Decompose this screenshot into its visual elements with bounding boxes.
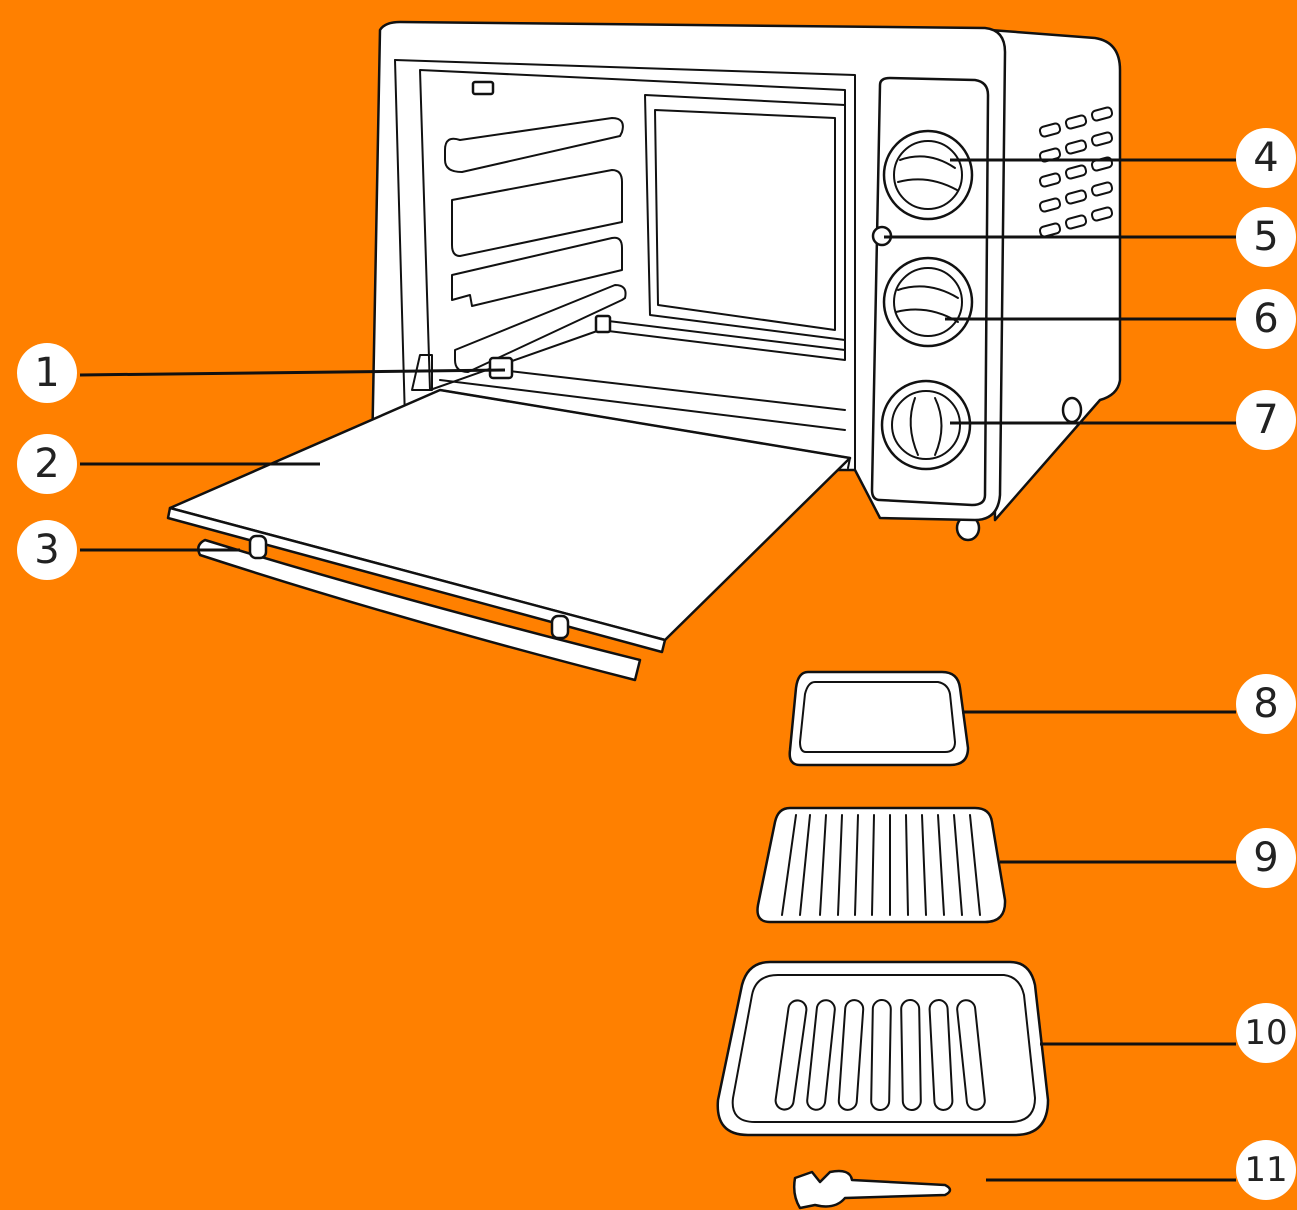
rack-support	[490, 358, 512, 378]
timer-knob	[882, 381, 970, 469]
small-baking-tray	[790, 672, 968, 765]
callout-badge-5: 5	[1236, 207, 1296, 267]
svg-text:11: 11	[1244, 1150, 1287, 1190]
callout-badge-1: 1	[17, 343, 77, 403]
svg-text:5: 5	[1253, 214, 1278, 260]
callout-badge-3: 3	[17, 520, 77, 580]
wire-rack	[758, 808, 1006, 922]
svg-text:10: 10	[1244, 1013, 1287, 1053]
callout-badge-7: 7	[1236, 390, 1296, 450]
oven-foot-back	[1063, 398, 1081, 422]
callout-badge-6: 6	[1236, 289, 1296, 349]
temperature-knob	[884, 131, 972, 219]
svg-text:6: 6	[1253, 296, 1278, 342]
callout-badge-9: 9	[1236, 828, 1296, 888]
svg-text:4: 4	[1253, 135, 1278, 181]
svg-text:8: 8	[1253, 681, 1278, 727]
callout-badge-4: 4	[1236, 128, 1296, 188]
tray-handle	[794, 1171, 950, 1208]
svg-text:9: 9	[1253, 835, 1278, 881]
callout-badge-8: 8	[1236, 674, 1296, 734]
baking-tray	[718, 962, 1048, 1135]
function-knob	[884, 258, 972, 346]
svg-text:1: 1	[34, 350, 59, 396]
svg-text:2: 2	[34, 441, 59, 487]
oven-side-panel	[990, 30, 1120, 520]
callout-badge-2: 2	[17, 434, 77, 494]
callout-badge-11: 11	[1236, 1140, 1296, 1200]
svg-text:7: 7	[1253, 397, 1278, 443]
svg-text:3: 3	[34, 527, 59, 573]
callout-badge-10: 10	[1236, 1003, 1296, 1063]
